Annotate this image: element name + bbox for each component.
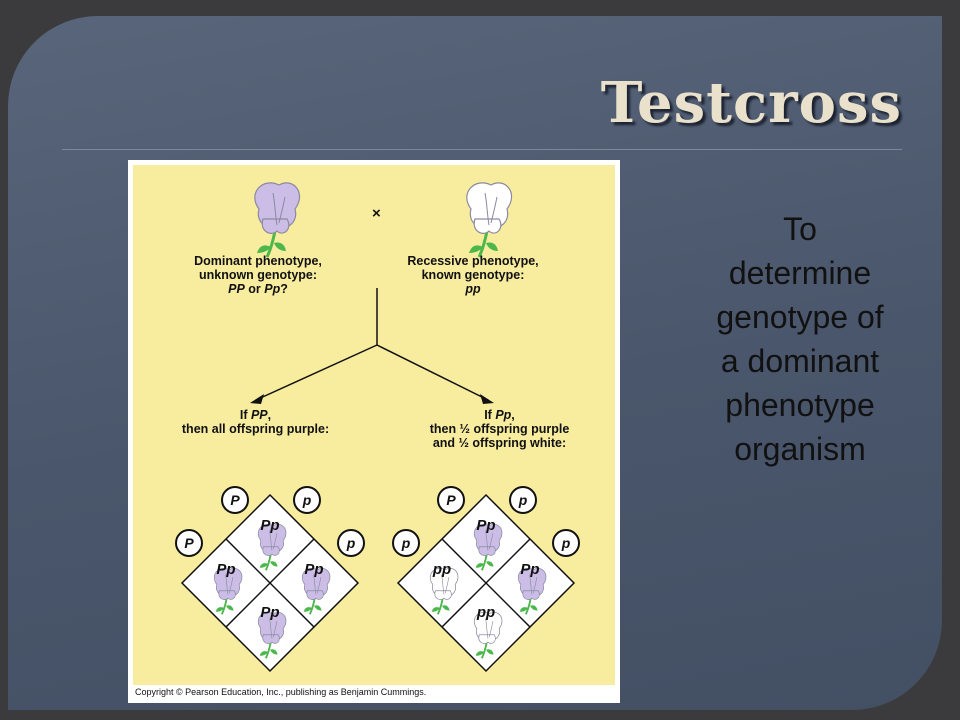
right-outcome-line2: then ½ offspring purple (429, 422, 570, 436)
left-square-top-gamete-1: P (221, 486, 249, 514)
left-square-cell-4-purple-flower-icon (257, 612, 287, 659)
left-square-cell-right: Pp (304, 561, 324, 578)
body-line-4: a dominant (720, 343, 880, 379)
right-parent-line1: Recessive phenotype, (407, 254, 539, 268)
body-line-1: To (783, 211, 817, 247)
slide-title: Testcross (600, 70, 902, 136)
left-parent-label: Dominant phenotype, unknown genotype: PP… (188, 254, 328, 296)
left-square-side-gamete-2: p (337, 529, 365, 557)
right-outcome-line1: If Pp, (412, 408, 587, 422)
right-square-cell-2-white-flower-icon (429, 568, 459, 615)
left-square-cell-3-purple-flower-icon (301, 568, 331, 615)
copyright-caption: Copyright © Pearson Education, Inc., pub… (135, 687, 427, 697)
left-square-cell-top: Pp (260, 517, 280, 534)
left-outcome-label: If PP, then all offspring purple: (168, 408, 343, 436)
left-arrowhead (250, 394, 264, 404)
left-outcome-line1: If PP, (168, 408, 343, 422)
right-outcome-geno: Pp (495, 408, 512, 422)
left-square-cell-left: Pp (216, 561, 236, 578)
punnett-squares (180, 493, 576, 673)
right-outcome-label: If Pp, then ½ offspring purple and ½ off… (412, 408, 587, 450)
right-arrowhead (480, 394, 494, 404)
right-square-divider-b (441, 538, 531, 628)
left-square-divider-b (225, 538, 315, 628)
left-square-side-gamete-1: P (175, 529, 203, 557)
right-square-cell-left: pp (432, 561, 452, 578)
right-square-cell-4-white-flower-icon (473, 612, 503, 659)
left-parent-line2: unknown genotype: (198, 268, 318, 282)
body-text: To determine genotype of a dominant phen… (690, 207, 910, 471)
right-parent-label: Recessive phenotype, known genotype: pp (398, 254, 548, 296)
title-divider (62, 149, 902, 150)
right-square-side-gamete-2: p (552, 529, 580, 557)
body-line-5: phenotype (725, 387, 875, 423)
left-parent-geno-a: PP (228, 282, 245, 296)
right-square-cell-top: Pp (476, 517, 496, 534)
left-outcome-if: If (239, 408, 251, 422)
body-line-3: genotype of (716, 299, 884, 335)
left-parent-question: ? (280, 282, 288, 296)
purple-flower-icon (254, 182, 301, 258)
right-square-diamond (396, 493, 576, 673)
right-square-top-gamete-2: p (509, 486, 537, 514)
left-square-top-gamete-2: p (293, 486, 321, 514)
right-square-cell-right: Pp (520, 561, 540, 578)
left-parent-line1: Dominant phenotype, (194, 254, 322, 268)
right-square-top-gamete-1: P (437, 486, 465, 514)
right-square-cell-1-purple-flower-icon (473, 524, 503, 571)
right-square-cell-3-purple-flower-icon (517, 568, 547, 615)
white-flower-icon (466, 182, 513, 258)
left-square-cell-2-purple-flower-icon (213, 568, 243, 615)
body-line-2: determine (728, 255, 872, 291)
left-square-diamond (180, 493, 360, 673)
left-square-cell-1-purple-flower-icon (257, 524, 287, 571)
left-outcome-line2: then all offspring purple: (181, 422, 330, 436)
right-outcome-comma: , (511, 408, 515, 422)
left-outcome-comma: , (267, 408, 272, 422)
right-square-side-gamete-1: p (392, 529, 420, 557)
figure-graphics (180, 182, 576, 673)
right-parent-line2: known genotype: (421, 268, 525, 282)
cross-symbol: × (372, 205, 381, 222)
right-branch-line (376, 344, 489, 401)
left-parent-geno-b: Pp (264, 282, 281, 296)
right-outcome-if: If (484, 408, 496, 422)
left-square-cell-bottom: Pp (260, 604, 280, 621)
body-line-6: organism (734, 431, 866, 467)
right-square-cell-bottom: pp (476, 604, 496, 621)
right-outcome-line3: and ½ offspring white: (432, 436, 567, 450)
testcross-figure: × Dominant phenotype, unknown genotype: … (128, 160, 620, 703)
flower-illustrations (254, 182, 513, 258)
left-parent-line3: PP or Pp? (188, 282, 328, 296)
left-parent-or: or (244, 282, 265, 296)
left-branch-line (255, 344, 378, 401)
right-parent-genotype: pp (465, 282, 481, 296)
left-outcome-geno: PP (250, 408, 268, 422)
